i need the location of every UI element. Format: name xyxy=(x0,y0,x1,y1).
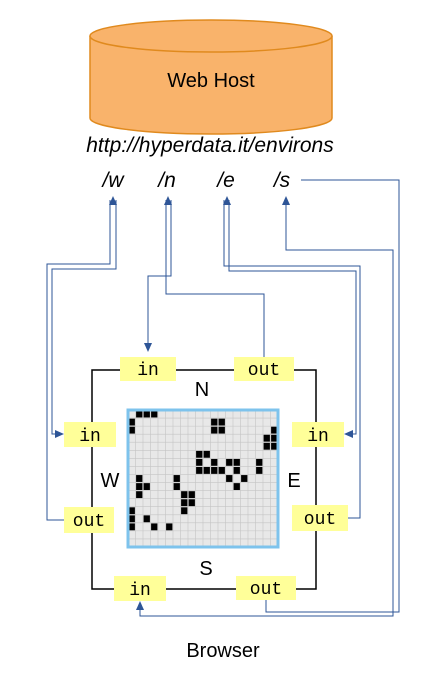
web-host-cylinder: Web Host xyxy=(89,19,333,135)
life-grid xyxy=(126,408,280,549)
live-cell xyxy=(136,483,143,490)
live-cell xyxy=(128,507,135,515)
svg-text:out: out xyxy=(250,580,282,600)
live-cell xyxy=(128,523,135,531)
compass-north: N xyxy=(195,379,209,401)
live-cell xyxy=(136,475,143,482)
browser-frame xyxy=(91,369,317,590)
live-cell xyxy=(188,491,195,499)
port-east-in[interactable]: in xyxy=(292,422,344,447)
live-cell xyxy=(211,418,218,426)
live-cell xyxy=(128,418,135,426)
live-cell xyxy=(226,475,233,482)
connector-north-out xyxy=(165,200,265,357)
live-cell xyxy=(211,467,218,474)
live-cell xyxy=(128,426,135,434)
compass-south: S xyxy=(199,558,212,580)
live-cell xyxy=(151,410,158,418)
live-cell xyxy=(256,467,263,474)
live-cell xyxy=(181,499,188,507)
live-cell xyxy=(143,515,150,523)
compass-east: E xyxy=(287,470,300,492)
host-url: http://hyperdata.it/environs xyxy=(86,134,334,157)
live-cell xyxy=(151,523,158,531)
compass-west: W xyxy=(101,470,120,492)
live-cell xyxy=(271,434,278,442)
live-cell xyxy=(173,483,180,490)
route-e: /e xyxy=(215,169,235,192)
live-cell xyxy=(218,467,225,474)
live-cell xyxy=(128,515,135,523)
connector-arrowheads xyxy=(55,196,353,610)
svg-text:in: in xyxy=(307,427,329,447)
port-east-out[interactable]: out xyxy=(292,505,348,531)
port-west-in[interactable]: in xyxy=(64,422,116,447)
connector-south-out xyxy=(265,179,400,613)
connector-south-in xyxy=(139,200,394,617)
port-north-out[interactable]: out xyxy=(234,357,294,381)
live-cell xyxy=(196,467,203,474)
connector-west-out xyxy=(46,200,111,521)
live-cell xyxy=(181,491,188,499)
svg-text:out: out xyxy=(248,361,280,381)
live-cell xyxy=(233,483,240,490)
live-cell xyxy=(263,442,270,450)
grid-lines xyxy=(128,410,278,547)
port-north-in[interactable]: in xyxy=(120,357,176,381)
port-south-out[interactable]: out xyxy=(236,576,296,600)
live-cell xyxy=(196,450,203,458)
live-cell xyxy=(136,491,143,499)
port-south-in[interactable]: in xyxy=(114,576,166,601)
live-cell xyxy=(166,523,173,531)
svg-text:out: out xyxy=(73,512,105,532)
live-cell xyxy=(271,442,278,450)
live-cell xyxy=(203,467,210,474)
live-cell xyxy=(211,458,218,466)
route-n: /n xyxy=(156,169,176,192)
live-cell xyxy=(263,434,270,442)
connector-east-in xyxy=(228,200,357,435)
route-w: /w xyxy=(101,169,126,192)
live-cell xyxy=(218,426,225,434)
live-cell xyxy=(271,426,278,434)
live-cell xyxy=(188,499,195,507)
svg-text:in: in xyxy=(129,581,151,601)
live-cell xyxy=(196,458,203,466)
live-cell xyxy=(233,458,240,466)
svg-text:in: in xyxy=(137,361,159,381)
live-cell xyxy=(143,410,150,418)
live-cell xyxy=(226,458,233,466)
live-cell xyxy=(233,467,240,474)
connector-north-in xyxy=(147,200,172,348)
connector-east-out xyxy=(223,200,361,519)
live-cell xyxy=(218,418,225,426)
connectors xyxy=(46,179,400,617)
browser-label: Browser xyxy=(186,640,260,662)
grid-border xyxy=(126,408,280,549)
live-cell xyxy=(203,450,210,458)
port-west-out[interactable]: out xyxy=(64,507,114,533)
live-cell xyxy=(143,483,150,490)
live-cell xyxy=(256,458,263,466)
connector-west-in xyxy=(51,200,117,435)
svg-text:in: in xyxy=(79,427,101,447)
web-host-label: Web Host xyxy=(167,70,255,92)
svg-text:out: out xyxy=(304,510,336,530)
live-cell xyxy=(211,426,218,434)
live-cell xyxy=(136,410,143,418)
live-cell xyxy=(173,475,180,482)
live-cell xyxy=(181,507,188,515)
route-s: /s xyxy=(272,169,291,192)
live-cell xyxy=(241,475,248,482)
